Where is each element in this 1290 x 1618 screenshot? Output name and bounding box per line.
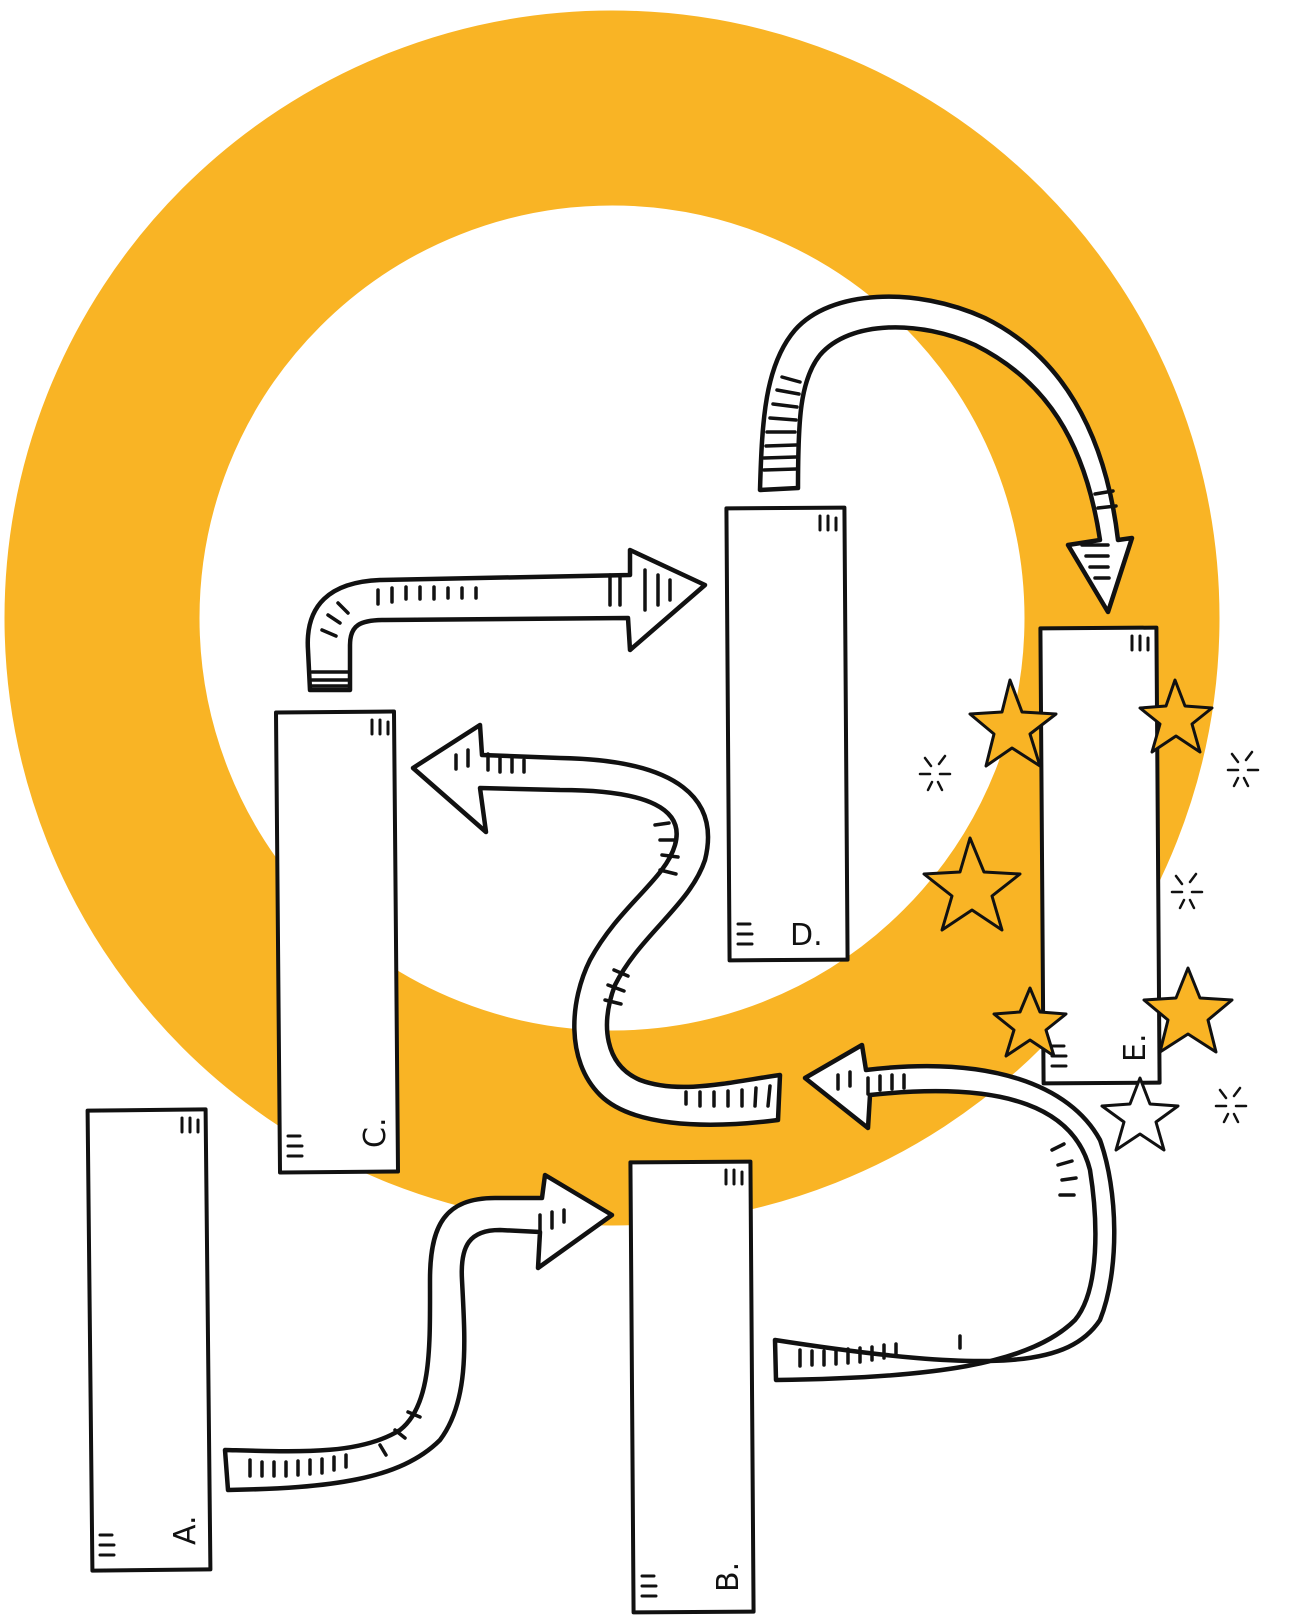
- sparkle-icon: [1170, 872, 1204, 910]
- box-b-label: B.: [711, 1562, 746, 1592]
- box-e: E.: [1038, 625, 1162, 1086]
- star-icon: [1138, 678, 1214, 754]
- arrow-a-to-b: [222, 1172, 615, 1493]
- box-a-label: A.: [168, 1515, 203, 1545]
- box-a: A.: [85, 1107, 213, 1573]
- box-c-label: C.: [358, 1118, 393, 1148]
- star-icon: [992, 986, 1068, 1058]
- arrow-b-to-e: [772, 1042, 1117, 1383]
- box-b: B.: [628, 1159, 756, 1615]
- star-icon: [1142, 966, 1234, 1054]
- star-icon: [968, 678, 1058, 768]
- sparkle-icon: [1226, 750, 1260, 788]
- sparkle-icon: [918, 754, 952, 792]
- ring-decoration: [4, 10, 1220, 1226]
- star-icon: [1100, 1076, 1180, 1152]
- box-e-label: E.: [1118, 1034, 1153, 1063]
- box-d: D.: [724, 505, 850, 963]
- arrow-e-to-c: [410, 722, 783, 1127]
- star-icon: [922, 836, 1022, 932]
- sparkle-icon: [1214, 1086, 1248, 1124]
- star-decorations: [918, 678, 1260, 1152]
- arrow-d-to-e: [757, 294, 1135, 615]
- box-c: C.: [273, 709, 401, 1175]
- arrow-c-to-d: [305, 547, 708, 693]
- box-d-label: D.: [790, 918, 823, 953]
